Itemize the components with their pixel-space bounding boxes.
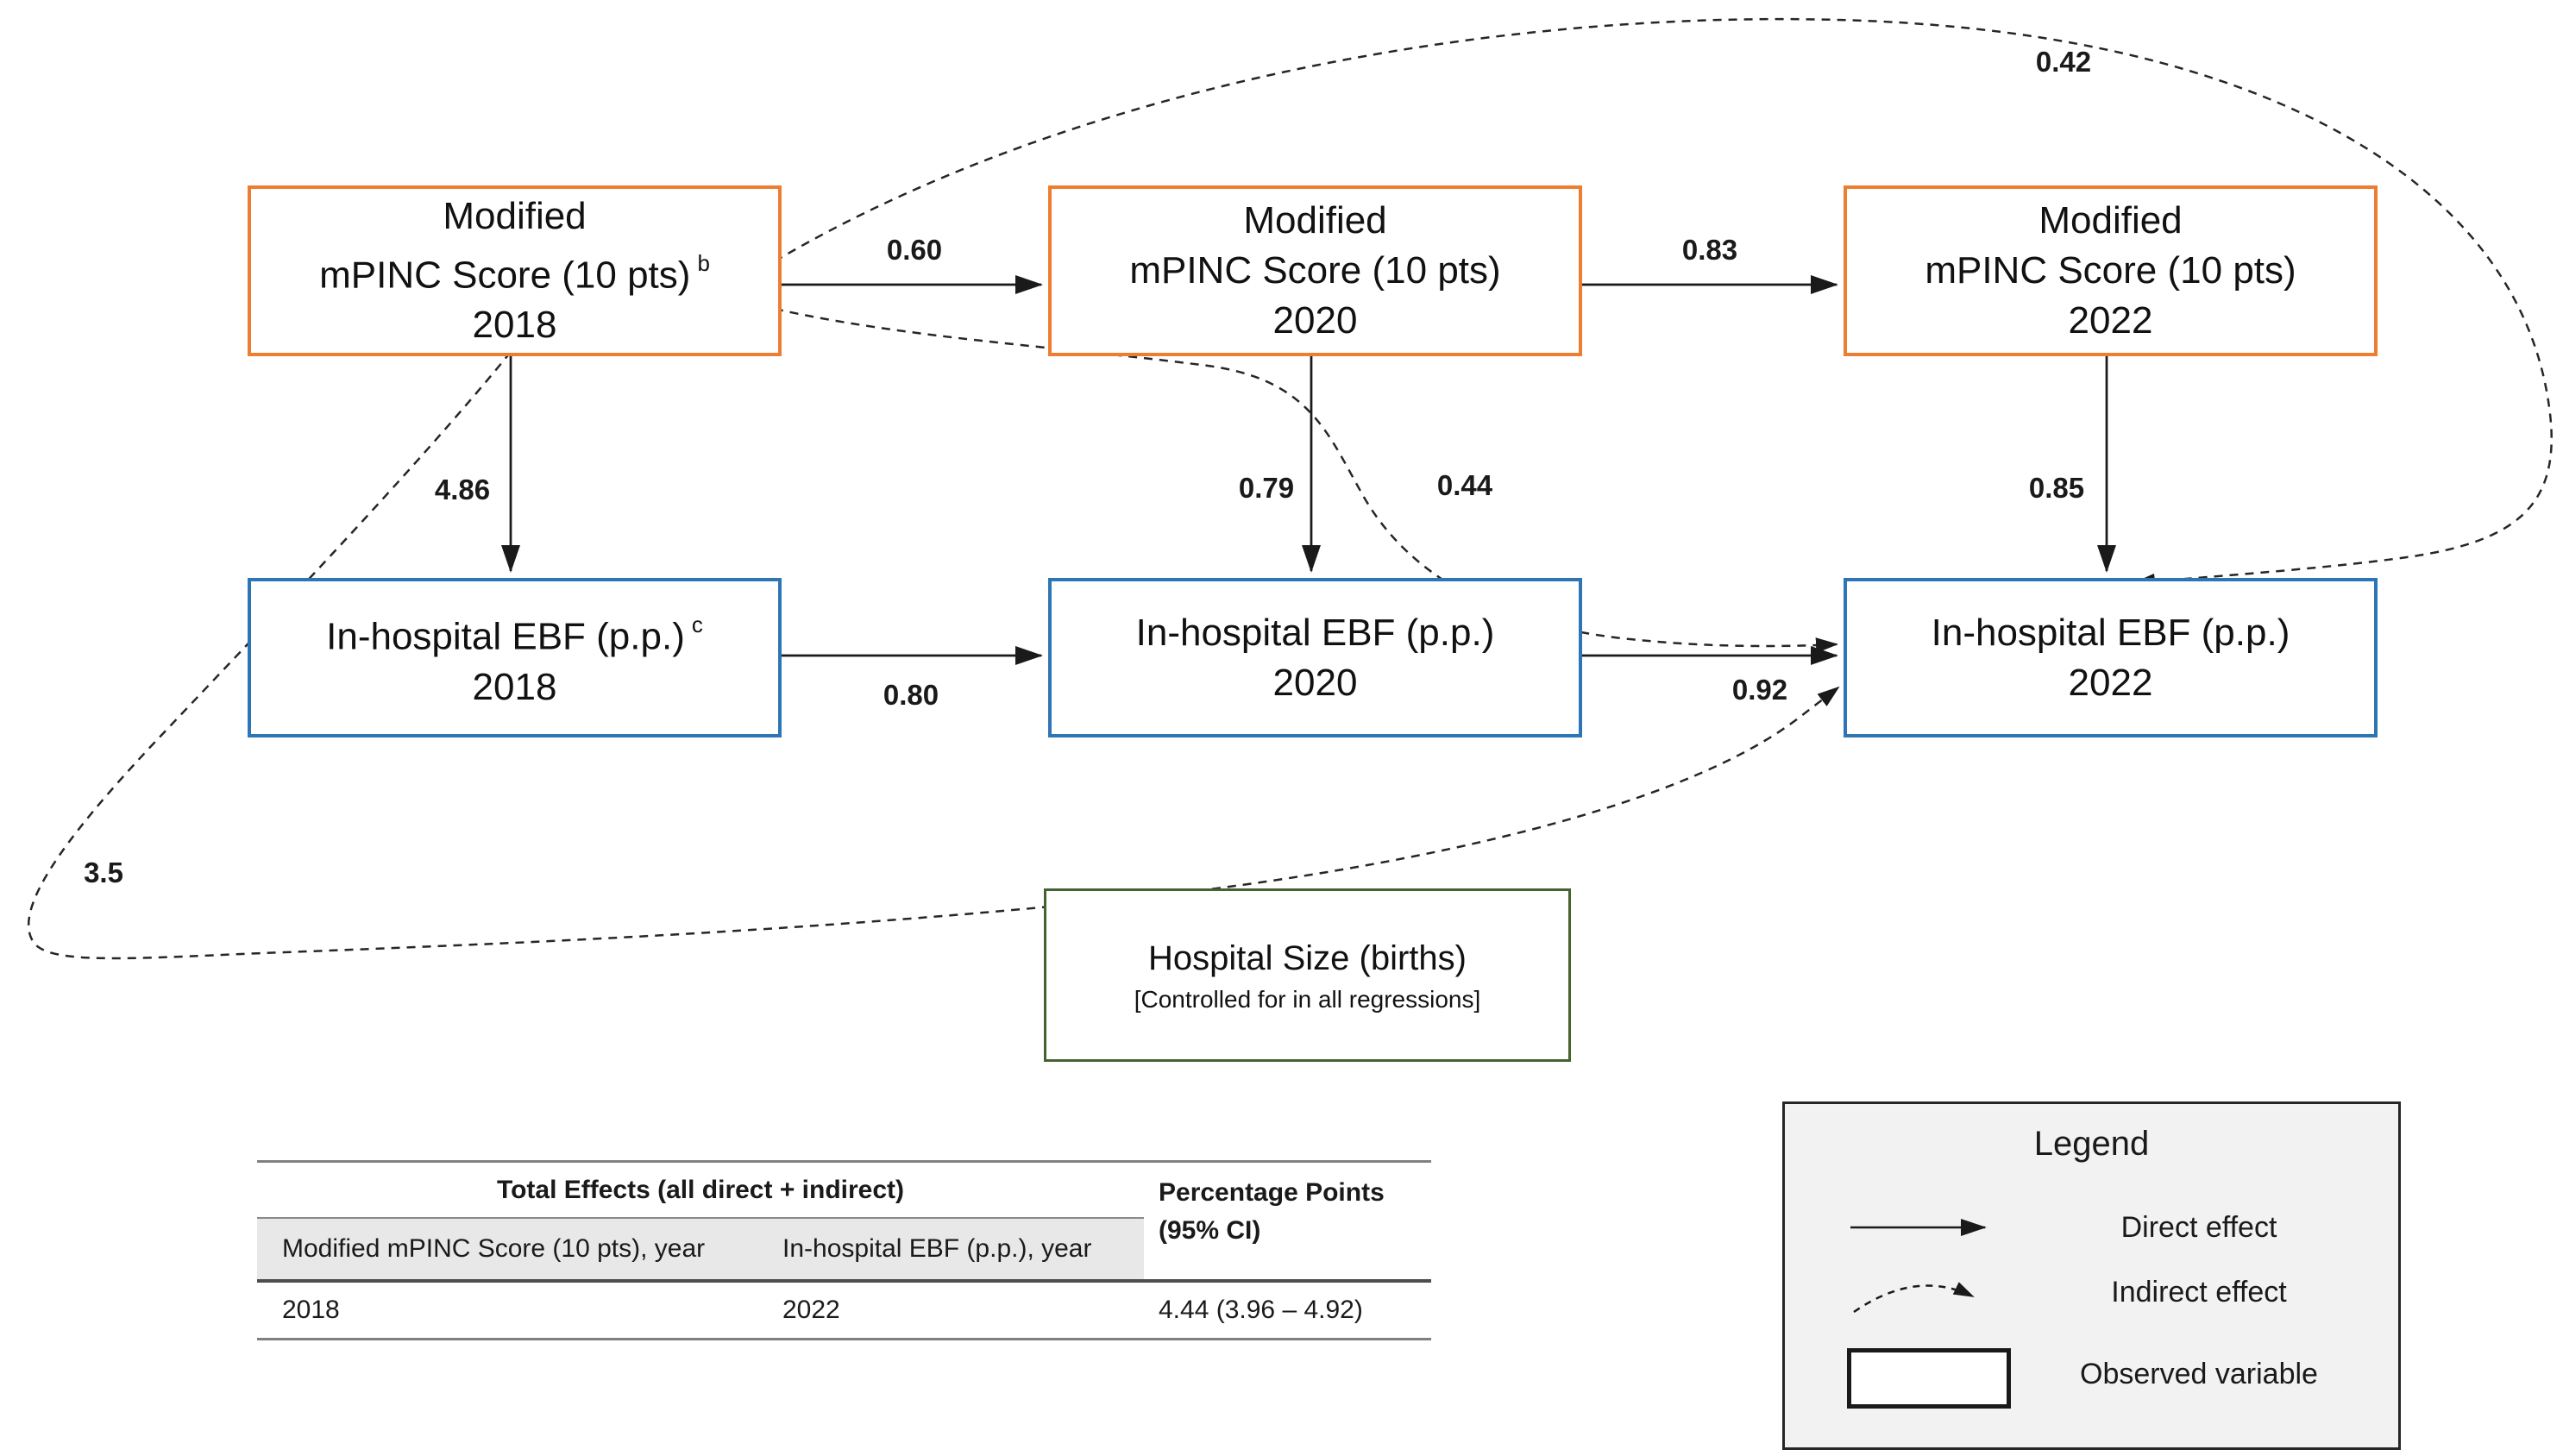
table-cell-mpinc-year: 2018 bbox=[282, 1296, 340, 1324]
table-rule-bottom bbox=[257, 1338, 1431, 1340]
curve-indirect-top bbox=[774, 17, 2553, 589]
node-year: 2018 bbox=[472, 665, 557, 708]
table-group-header: Total Effects (all direct + indirect) bbox=[496, 1176, 905, 1204]
legend-title: Legend bbox=[2033, 1125, 2150, 1163]
observed-variable-rect-icon bbox=[1847, 1348, 2011, 1409]
coef-indirect-mid: 0.44 bbox=[1436, 469, 1493, 501]
node-mpinc-2018: Modified mPINC Score (10 pts)b 2018 bbox=[248, 185, 782, 356]
node-title-line1: In-hospital EBF (p.p.)c bbox=[326, 612, 703, 658]
node-mpinc-2022: Modified mPINC Score (10 pts) 2022 bbox=[1844, 185, 2378, 356]
coef-ebf2018-ebf2020: 0.80 bbox=[883, 679, 939, 711]
curve-indirect-mid bbox=[774, 307, 1838, 654]
curve-indirect-bottom bbox=[27, 351, 1840, 960]
node-year: 2020 bbox=[1272, 299, 1358, 342]
node-ebf-2018: In-hospital EBF (p.p.)c 2018 bbox=[248, 578, 782, 737]
table-rule-top bbox=[257, 1160, 1431, 1163]
node-hospital-size: Hospital Size (births) [Controlled for i… bbox=[1044, 888, 1571, 1062]
node-title-line1: Modified bbox=[2038, 199, 2183, 242]
table-col3-header: Percentage Points (95% CI) bbox=[1159, 1174, 1431, 1250]
legend-label-indirect: Indirect effect bbox=[2111, 1276, 2287, 1309]
table-subheader-band bbox=[257, 1219, 1144, 1279]
node-title-line1: In-hospital EBF (p.p.) bbox=[1135, 611, 1495, 654]
node-year: 2022 bbox=[2068, 661, 2153, 704]
table-col3-header-line2: (95% CI) bbox=[1159, 1216, 1261, 1245]
node-title-line1: Modified bbox=[1243, 199, 1387, 242]
indirect-effect-arrow-icon bbox=[1853, 1282, 1975, 1314]
total-effects-table: Total Effects (all direct + indirect) Pe… bbox=[257, 1160, 1431, 1341]
legend-box: Legend Direct effect Indirect effect Obs… bbox=[1782, 1101, 2401, 1450]
coef-ebf2020-ebf2022: 0.92 bbox=[1731, 674, 1788, 706]
coef-mpinc-ebf-2018: 4.86 bbox=[434, 474, 491, 505]
footnote-sup-c: c bbox=[691, 612, 703, 638]
coef-mpinc-ebf-2020: 0.79 bbox=[1238, 472, 1295, 504]
table-subheader-ebf: In-hospital EBF (p.p.), year bbox=[782, 1234, 1092, 1263]
legend-label-direct: Direct effect bbox=[2120, 1211, 2277, 1244]
footnote-sup-b: b bbox=[697, 249, 710, 276]
legend-label-observed: Observed variable bbox=[2080, 1358, 2318, 1390]
table-cell-value: 4.44 (3.96 – 4.92) bbox=[1159, 1296, 1363, 1324]
node-year: 2018 bbox=[472, 304, 557, 347]
coef-indirect-bottom: 3.5 bbox=[84, 857, 123, 888]
node-title-line2: mPINC Score (10 pts) bbox=[1129, 249, 1501, 292]
direct-effect-arrow-icon bbox=[1850, 1219, 1987, 1236]
node-title-line2: mPINC Score (10 pts) bbox=[1925, 249, 2296, 292]
node-ebf-2020: In-hospital EBF (p.p.) 2020 bbox=[1048, 578, 1582, 737]
node-mpinc-2020: Modified mPINC Score (10 pts) 2020 bbox=[1048, 185, 1582, 356]
node-title-line1: In-hospital EBF (p.p.) bbox=[1931, 611, 2290, 654]
node-ebf-2022: In-hospital EBF (p.p.) 2022 bbox=[1844, 578, 2378, 737]
node-title-line1: Modified bbox=[443, 194, 587, 237]
node-year: 2022 bbox=[2068, 299, 2153, 342]
coef-mpinc-ebf-2022: 0.85 bbox=[2028, 472, 2085, 504]
table-rule-heavy bbox=[257, 1279, 1431, 1283]
coef-indirect-top: 0.42 bbox=[2035, 46, 2092, 78]
node-year: 2020 bbox=[1272, 661, 1358, 704]
coef-mpinc2020-mpinc2022: 0.83 bbox=[1681, 234, 1738, 266]
table-col3-header-line1: Percentage Points bbox=[1159, 1178, 1385, 1207]
coef-mpinc2018-mpinc2020: 0.60 bbox=[886, 234, 943, 266]
hospital-size-title: Hospital Size (births) bbox=[1147, 938, 1467, 977]
table-cell-ebf-year: 2022 bbox=[782, 1296, 840, 1324]
hospital-size-note: [Controlled for in all regressions] bbox=[1134, 985, 1481, 1013]
table-subheader-mpinc: Modified mPINC Score (10 pts), year bbox=[282, 1234, 706, 1263]
node-title-line2: mPINC Score (10 pts)b bbox=[319, 249, 710, 297]
table-rule-thin bbox=[257, 1217, 1144, 1219]
